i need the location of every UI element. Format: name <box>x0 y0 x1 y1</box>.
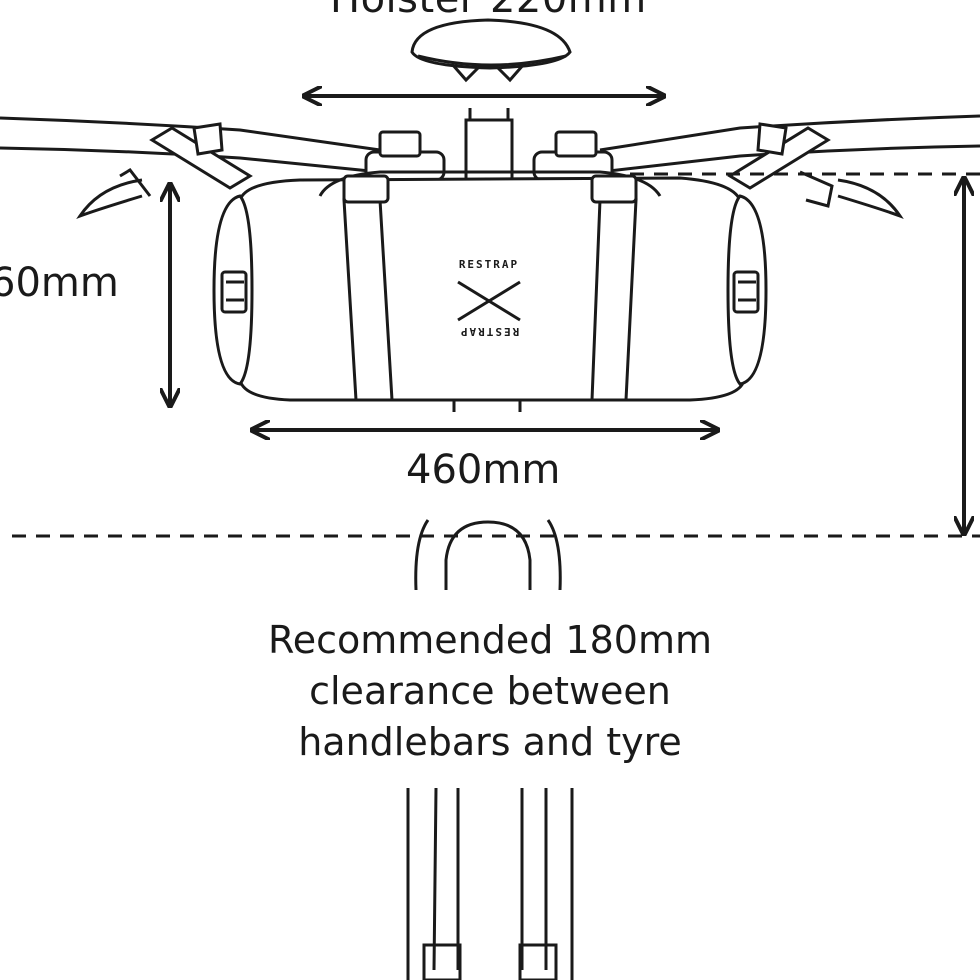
clearance-note-line-1: Recommended 180mm <box>268 618 712 662</box>
saddle-illustration <box>410 18 572 83</box>
width-dimension-label: 460mm <box>406 447 561 493</box>
clearance-note: Recommended 180mm clearance between hand… <box>0 615 980 768</box>
fork-illustration <box>406 519 574 980</box>
clearance-note-line-2: clearance between <box>309 669 671 713</box>
handlebar-illustration <box>0 108 980 220</box>
logo-text-bottom: RESTRAP <box>459 325 519 338</box>
height-dimension-label: 60mm <box>0 260 119 306</box>
logo-text-top: RESTRAP <box>459 258 519 271</box>
dimension-lines <box>12 96 980 538</box>
clearance-note-line-3: handlebars and tyre <box>298 720 682 764</box>
holster-dimension-label: Holster 220mm <box>330 0 647 22</box>
brand-logo: RESTRAP RESTRAP <box>457 258 521 338</box>
handlebar-bag <box>212 170 768 412</box>
